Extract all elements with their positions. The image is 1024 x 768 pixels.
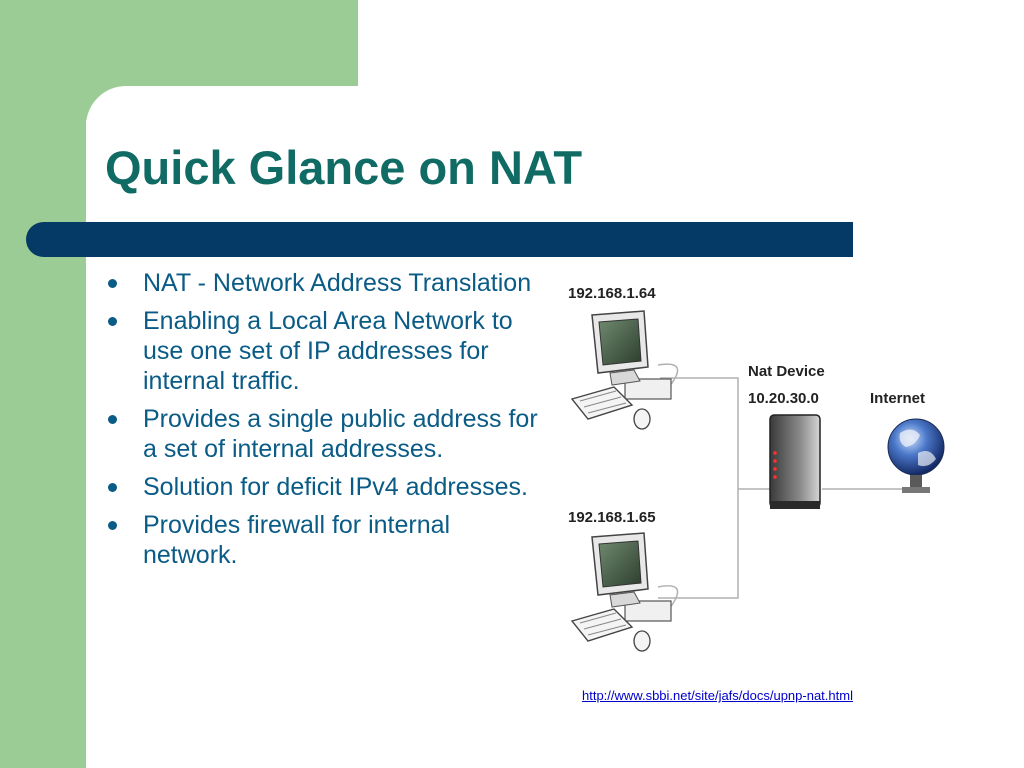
nat-router-icon (769, 414, 821, 509)
bullet-item: Solution for deficit IPv4 addresses. (108, 472, 538, 502)
background-green-strip (0, 0, 86, 768)
slide-title: Quick Glance on NAT (105, 141, 583, 194)
bullet-dot-icon (108, 483, 117, 492)
desktop-computer-icon (570, 532, 672, 652)
bullet-text: NAT - Network Address Translation (143, 269, 532, 297)
desktop-computer-icon (570, 310, 672, 430)
bullet-item: Provides firewall for internal network. (108, 510, 538, 570)
nat-device-label: Nat Device (748, 363, 825, 380)
bullet-text: Enabling a Local Area Network to use one… (143, 307, 513, 395)
source-link[interactable]: http://www.sbbi.net/site/jafs/docs/upnp-… (582, 688, 853, 703)
bullet-item: NAT - Network Address Translation (108, 268, 538, 298)
bullet-text: Provides firewall for internal network. (143, 511, 451, 569)
bullet-item: Provides a single public address for a s… (108, 404, 538, 464)
nat-diagram: 192.168.1.64 192.168.1.65 Nat Device 10.… (568, 285, 945, 652)
bullet-text: Provides a single public address for a s… (143, 405, 538, 463)
bullet-dot-icon (108, 415, 117, 424)
bullet-list: NAT - Network Address Translation Enabli… (108, 268, 538, 578)
bullet-dot-icon (108, 317, 117, 326)
content-panel (86, 86, 1024, 768)
bullet-dot-icon (108, 279, 117, 288)
bullet-text: Solution for deficit IPv4 addresses. (143, 473, 528, 501)
pc2-ip-label: 192.168.1.65 (568, 509, 656, 526)
internet-label: Internet (870, 390, 925, 407)
bullet-item: Enabling a Local Area Network to use one… (108, 306, 538, 396)
pc1-ip-label: 192.168.1.64 (568, 285, 656, 302)
bullet-dot-icon (108, 521, 117, 530)
title-divider-bar (26, 222, 853, 257)
globe-icon (887, 418, 945, 493)
nat-ip-label: 10.20.30.0 (748, 390, 819, 407)
